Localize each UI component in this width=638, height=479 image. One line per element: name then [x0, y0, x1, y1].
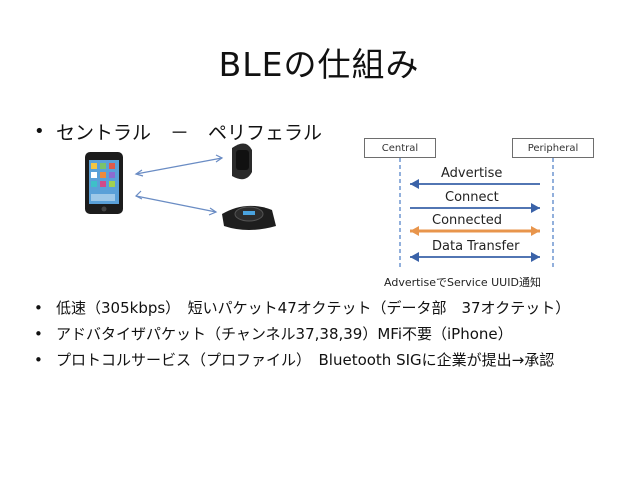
message-label-connected: Connected: [432, 213, 503, 228]
peripheral-lifeline-box: Peripheral: [512, 138, 594, 158]
message-label-connect: Connect: [445, 190, 499, 205]
peripheral-label: Peripheral: [527, 142, 579, 154]
connection-arrows: [134, 154, 224, 216]
bullet-item: • アドバタイザパケット（チャンネル37,38,39）MFi不要（iPhone）: [34, 323, 513, 344]
bullet-glyph: •: [34, 350, 43, 369]
message-label-data-transfer: Data Transfer: [432, 239, 520, 254]
arrowhead-left: [410, 252, 419, 262]
fitness-band-icon: [232, 143, 252, 180]
arrowhead-left: [410, 179, 419, 189]
page-title: BLEの仕組み: [218, 45, 420, 84]
arrowhead-right: [531, 203, 540, 213]
message-label-advertise: Advertise: [441, 166, 503, 181]
bullet-text: アドバタイザパケット（チャンネル37,38,39）MFi不要（iPhone）: [56, 325, 513, 343]
intro-bullet-text: セントラル － ペリフェラル: [56, 122, 323, 144]
diagram-note: AdvertiseでService UUID通知: [384, 276, 541, 289]
central-label: Central: [381, 142, 419, 154]
bullet-text: プロトコルサービス（プロファイル） Bluetooth SIGに企業が提出→承認: [56, 351, 555, 369]
arrowhead-right: [531, 252, 540, 262]
iphone-icon: [85, 152, 123, 214]
bullet-glyph: •: [34, 121, 45, 142]
arrowhead-right: [531, 226, 540, 236]
bullet-item: • 低速（305kbps） 短いパケット47オクテット（データ部 37オクテット…: [34, 297, 570, 318]
central-lifeline-box: Central: [364, 138, 436, 158]
arrowhead-left: [410, 226, 419, 236]
bullet-glyph: •: [34, 298, 43, 317]
heart-rate-strap-icon: [222, 205, 276, 230]
intro-bullet: • セントラル － ペリフェラル: [34, 118, 322, 145]
bullet-text: 低速（305kbps） 短いパケット47オクテット（データ部 37オクテット）: [56, 299, 571, 317]
bullet-glyph: •: [34, 324, 43, 343]
bullet-item: • プロトコルサービス（プロファイル） Bluetooth SIGに企業が提出→…: [34, 349, 554, 370]
